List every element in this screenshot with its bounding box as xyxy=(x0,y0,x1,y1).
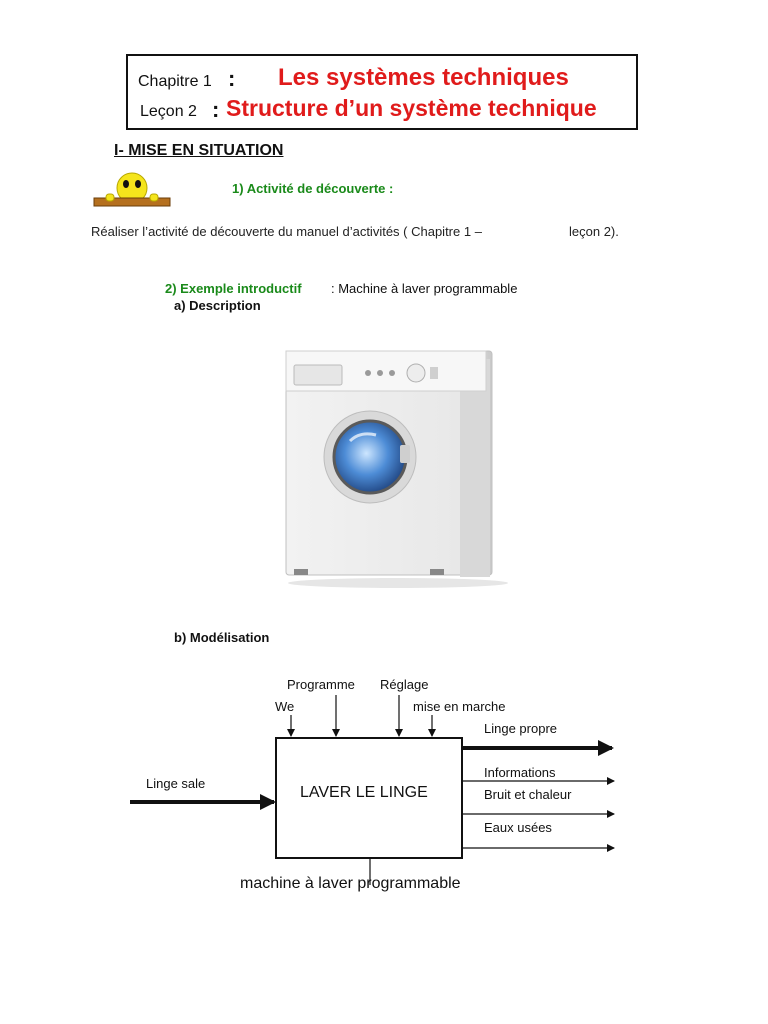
function-box xyxy=(275,737,463,859)
output-label-linge-propre: Linge propre xyxy=(484,721,557,736)
activity-text: Réaliser l’activité de découverte du man… xyxy=(91,224,482,239)
description-heading: a) Description xyxy=(174,298,261,313)
lesson-colon: : xyxy=(212,97,220,122)
control-label-reglage: Réglage xyxy=(380,677,429,692)
activity-heading: 1) Activité de découverte : xyxy=(232,181,394,196)
output-label-eaux: Eaux usées xyxy=(484,820,552,835)
output-label-informations: Informations xyxy=(484,765,556,780)
smiley-peeking-icon xyxy=(93,172,171,207)
title-box: Chapitre 1 : Les systèmes techniques Leç… xyxy=(126,54,638,130)
control-label-programme: Programme xyxy=(287,677,355,692)
control-label-we: We xyxy=(275,699,295,714)
example-text: : Machine à laver programmable xyxy=(331,281,518,296)
activity-text-end: leçon 2). xyxy=(569,224,619,239)
chapter-colon: : xyxy=(228,66,236,91)
input-label: Linge sale xyxy=(146,776,206,791)
support-label: machine à laver programmable xyxy=(240,875,461,892)
chapter-label: Chapitre 1 xyxy=(138,73,212,90)
chapter-title: Les systèmes techniques xyxy=(278,64,569,91)
lesson-title: Structure d’un système technique xyxy=(226,95,597,121)
example-heading: 2) Exemple introductif xyxy=(165,281,302,296)
function-label: LAVER LE LINGE xyxy=(300,784,428,801)
output-label-bruit: Bruit et chaleur xyxy=(484,787,572,802)
control-label-mise-en-marche: mise en marche xyxy=(413,699,506,714)
section-heading: I- MISE EN SITUATION xyxy=(114,142,284,159)
lesson-label: Leçon 2 xyxy=(140,103,197,120)
washing-machine-photo xyxy=(285,350,508,588)
modelisation-heading: b) Modélisation xyxy=(174,630,270,645)
